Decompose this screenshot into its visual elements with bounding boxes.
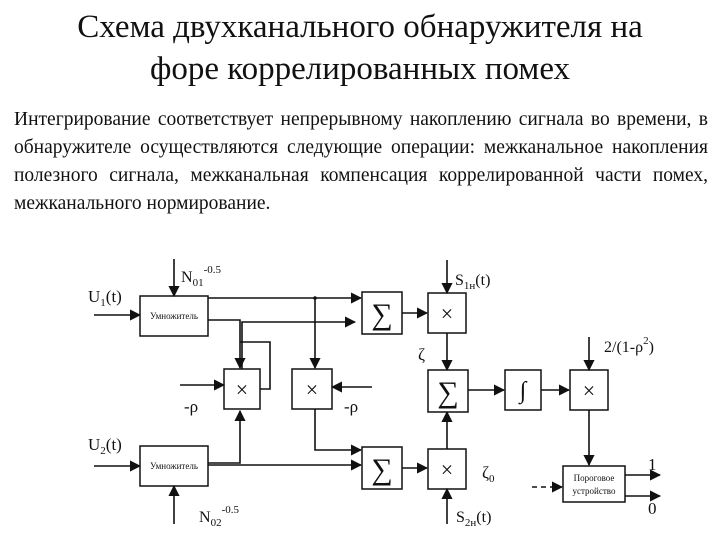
n01-label: N01-0.5 (181, 264, 221, 289)
n02-label: N02-0.5 (199, 504, 239, 529)
threshold-device-block (562, 465, 626, 503)
threshold-label-line2: устройство (573, 486, 616, 496)
mult-s1-symbol: × (441, 301, 453, 326)
crossmult2-to-sum2-wire (314, 409, 363, 456)
crossmult1-to-sum1-wire (240, 341, 271, 390)
output-0-label: 0 (648, 499, 657, 518)
mult-s2-symbol: × (441, 457, 453, 482)
sum-1-symbol: ∑ (371, 298, 392, 331)
sum-2-block (361, 446, 403, 490)
output-1-label: 1 (648, 455, 657, 474)
multiplier-2-label: Умножитель (150, 461, 198, 471)
sum-1-block (361, 291, 403, 335)
norm-factor-label: 2/(1-ρ2) (604, 335, 654, 356)
cross-multiplier-2-symbol: × (306, 377, 318, 402)
s1-label: S1н(t) (455, 272, 490, 292)
m1-branch-wire (208, 319, 246, 370)
sum-3-symbol: ∑ (437, 376, 458, 409)
zeta-label: ζ (418, 345, 425, 364)
description-paragraph: Интегрирование соответствует непрерывном… (14, 109, 708, 214)
title-line-2: форе коррелированных помех (149, 51, 571, 87)
normalizing-multiplier-symbol: × (583, 378, 595, 403)
integrator-block (504, 369, 542, 411)
threshold-label-line1: Пороговое (574, 473, 615, 483)
m2-to-crossmult1-wire (208, 409, 246, 464)
cross-multiplier-2-block (291, 368, 333, 410)
crossmult1-up-wire (241, 316, 357, 369)
title-line-1: Схема двухканального обнаружителя на (77, 9, 643, 45)
normalizing-multiplier-block (569, 369, 609, 411)
multiplier-2-block (139, 445, 209, 487)
s2-label: S2н(t) (456, 509, 491, 529)
multiplier-1-label: Умножитель (150, 311, 198, 321)
sum-2-symbol: ∑ (371, 453, 392, 486)
cross-multiplier-1-symbol: × (236, 377, 248, 402)
input-u1-label: U1(t) (88, 287, 122, 309)
minus-rho-left-label: -ρ (184, 397, 198, 416)
slide-title: Схема двухканального обнаружителя на фор… (0, 6, 720, 90)
zeta0-label: ζ0 (482, 463, 495, 485)
minus-rho-right-label: -ρ (344, 397, 358, 416)
integrator-symbol: ∫ (518, 378, 528, 405)
input-u2-label: U2(t) (88, 435, 122, 457)
sum-3-block (427, 369, 469, 413)
